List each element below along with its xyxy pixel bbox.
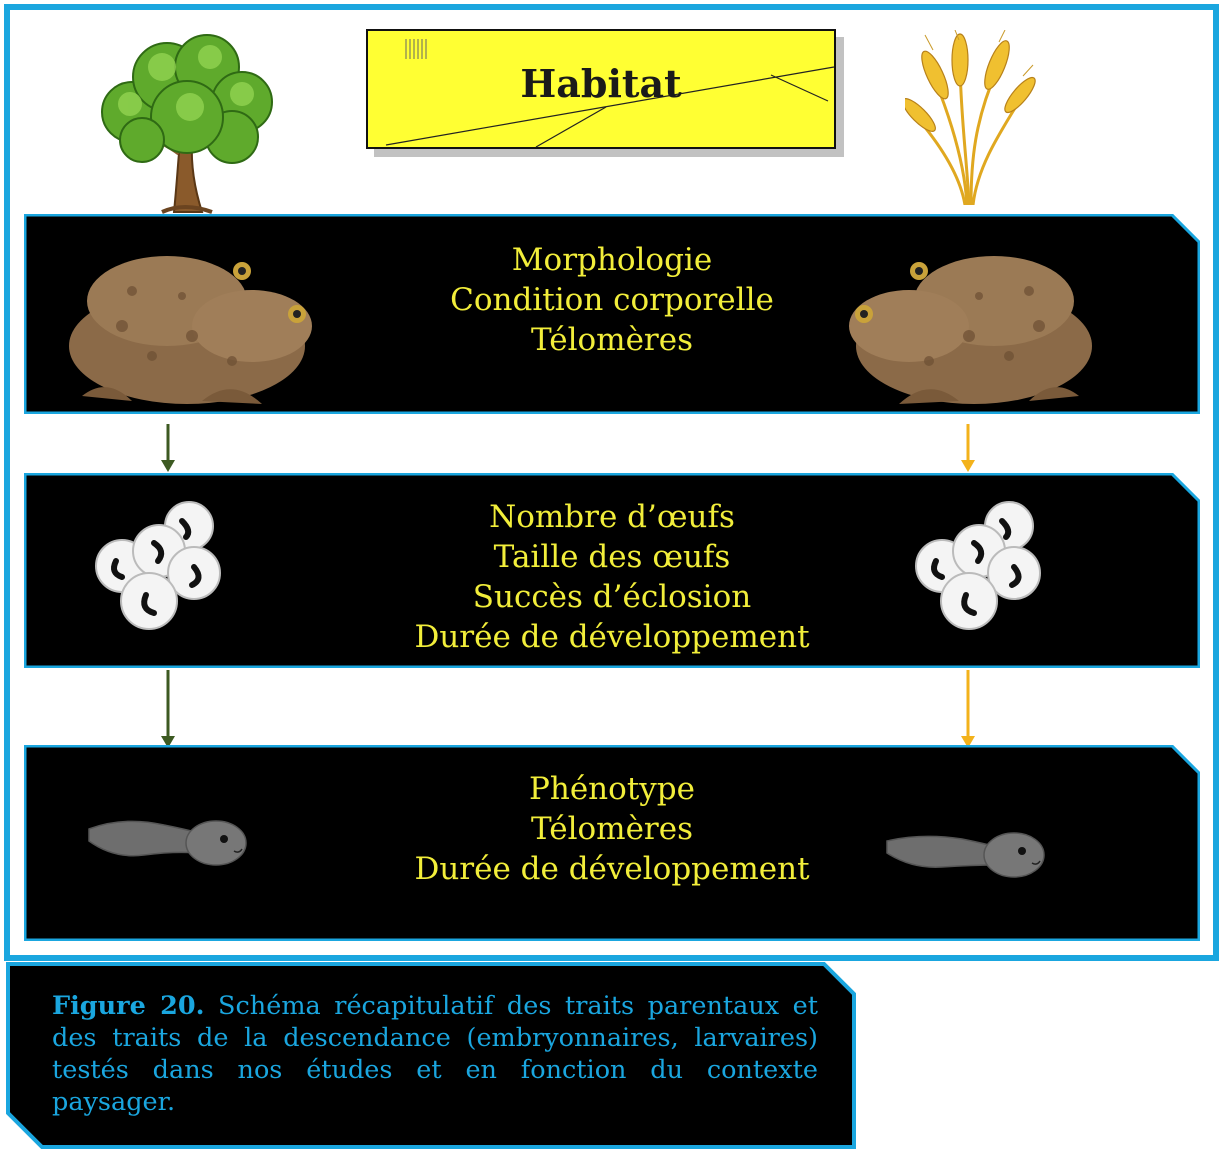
- figure-caption-label: Figure 20.: [52, 991, 205, 1021]
- trait-line: Nombre d’œufs: [489, 499, 735, 535]
- trait-line: Morphologie: [511, 242, 713, 278]
- egg-cluster-icon: [95, 501, 221, 630]
- figure-caption-box: Figure 20. Schéma récapitulatif des trai…: [6, 962, 856, 1149]
- forest-arrow: [161, 670, 175, 748]
- larval-traits-list: Phénotype Télomères Durée de développeme…: [324, 769, 900, 889]
- tadpole-icon: [886, 832, 1045, 878]
- trait-line: Phénotype: [529, 771, 695, 807]
- forest-arrow: [161, 424, 175, 472]
- habitat-title: Habitat: [520, 61, 682, 106]
- parental-traits-panel: Morphologie Condition corporelle Télomèr…: [24, 214, 1200, 414]
- tree-icon: [101, 34, 273, 214]
- wheat-icon: [905, 30, 1036, 205]
- habitat-title-box: Habitat: [366, 29, 844, 157]
- tadpole-icon: [88, 820, 247, 866]
- larval-traits-panel: Phénotype Télomères Durée de développeme…: [24, 745, 1200, 941]
- toad-pair-icon: [849, 256, 1092, 404]
- toad-pair-icon: [69, 256, 312, 404]
- trait-line: Télomères: [530, 322, 693, 358]
- parental-traits-list: Morphologie Condition corporelle Télomèr…: [324, 240, 900, 360]
- trait-line: Télomères: [530, 811, 693, 847]
- egg-traits-list: Nombre d’œufs Taille des œufs Succès d’é…: [324, 497, 900, 657]
- crop-arrow: [961, 424, 975, 472]
- figure-caption: Figure 20. Schéma récapitulatif des trai…: [52, 990, 818, 1118]
- trait-line: Durée de développement: [414, 619, 810, 655]
- crop-arrow: [961, 670, 975, 748]
- egg-cluster-icon: [915, 501, 1041, 630]
- egg-traits-panel: Nombre d’œufs Taille des œufs Succès d’é…: [24, 473, 1200, 668]
- trait-line: Succès d’éclosion: [472, 579, 752, 615]
- trait-line: Condition corporelle: [450, 282, 774, 318]
- trait-line: Durée de développement: [414, 851, 810, 887]
- figure-caption-body: Schéma récapitulatif des traits parentau…: [52, 991, 819, 1117]
- trait-line: Taille des œufs: [493, 539, 731, 575]
